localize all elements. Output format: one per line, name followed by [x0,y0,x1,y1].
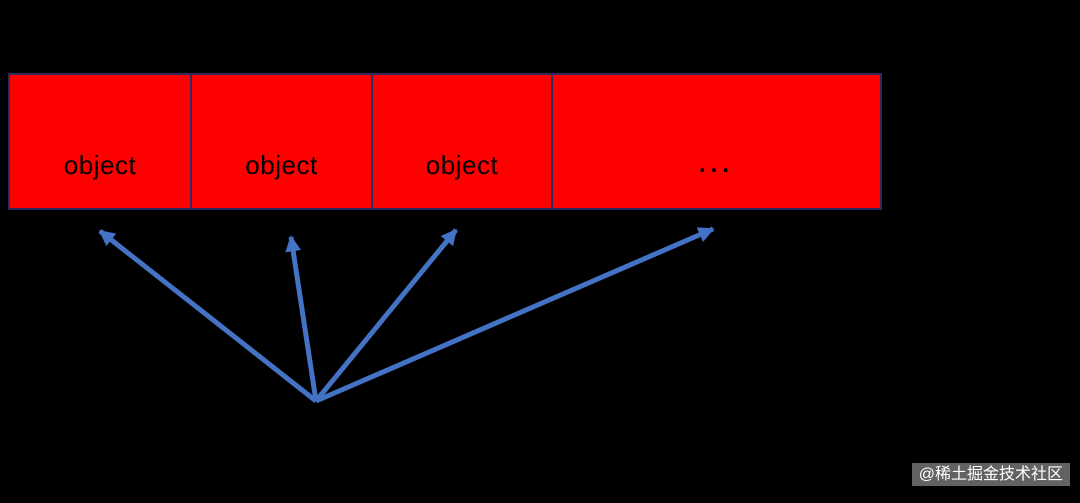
reference-arrow [98,229,318,403]
object-box-label: object [245,150,318,180]
object-array: object object object ... [8,73,882,210]
object-box-label: object [425,150,499,180]
object-box-3: object [373,75,551,208]
watermark-text: @稀土掘金技术社区 [918,465,1063,483]
reference-arrow [315,226,715,404]
reference-arrow [285,235,319,402]
ellipsis-label: ... [698,151,734,178]
object-box-label: object [63,150,137,180]
object-box-2: object [192,75,371,208]
object-box-ellipsis: ... [553,75,880,208]
watermark-badge: @稀土掘金技术社区 [911,463,1070,486]
reference-arrow [314,228,458,403]
object-box-1: object [10,75,190,208]
